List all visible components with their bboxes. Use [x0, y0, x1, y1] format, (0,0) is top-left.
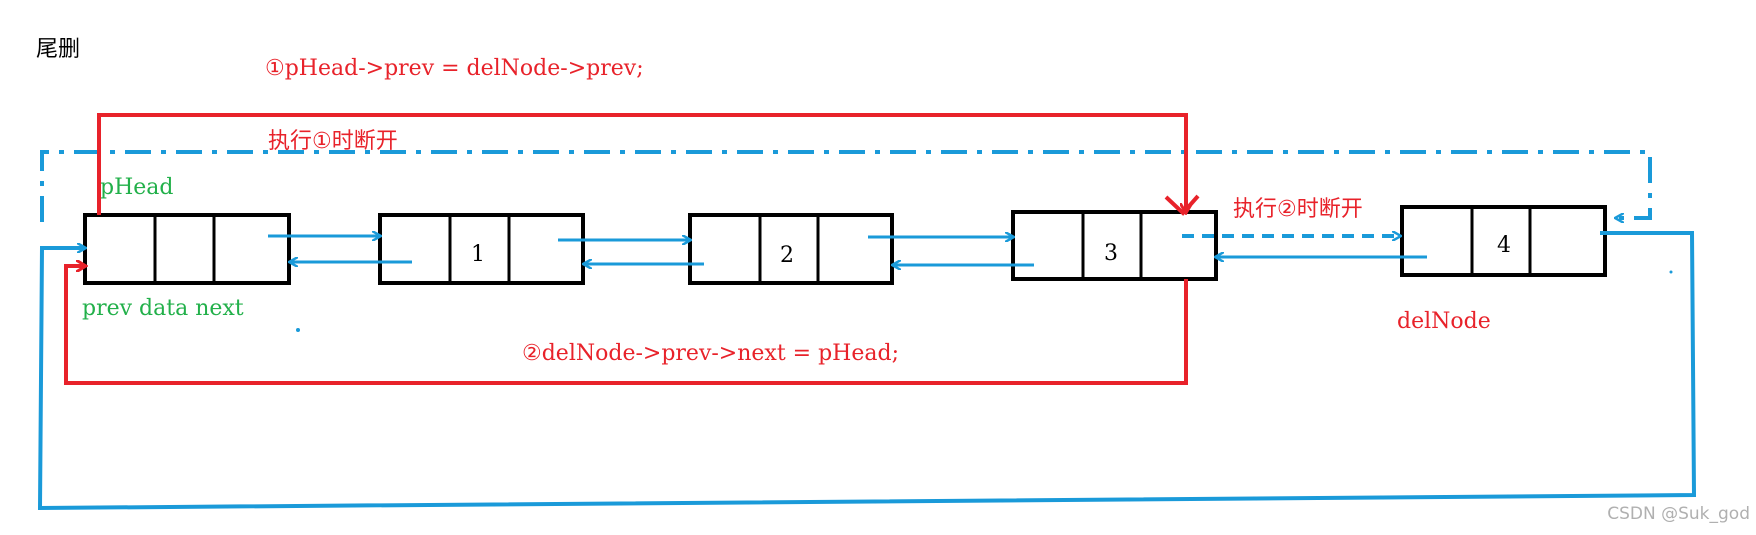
node-2: 2: [688, 213, 894, 285]
field-labels: prev data next: [82, 296, 244, 321]
stray-dot: [1669, 270, 1673, 274]
break-label-1: 执行①时断开: [268, 129, 398, 154]
node-3-data: 3: [1104, 241, 1118, 266]
node-2-data: 2: [780, 243, 794, 268]
red-op-2-path: [64, 266, 1188, 385]
node-4: 4: [1400, 205, 1607, 277]
node-1: 1: [378, 213, 585, 285]
watermark: CSDN @Suk_god: [1607, 504, 1750, 524]
node-head: [83, 213, 291, 285]
node-4-data: 4: [1497, 233, 1511, 258]
node-3: 3: [1011, 210, 1218, 281]
stray-dot: [296, 328, 300, 332]
head-label: pHead: [100, 175, 174, 200]
code-line-2: ②delNode->prev->next = pHead;: [522, 341, 899, 366]
node-1-data: 1: [471, 242, 485, 267]
red-op-1-arrowhead: [1164, 194, 1200, 216]
break-label-2: 执行②时断开: [1233, 197, 1363, 222]
code-line-1: ①pHead->prev = delNode->prev;: [265, 56, 644, 81]
del-node-label: delNode: [1397, 309, 1491, 334]
red-op-1-path: [97, 113, 1186, 215]
broken-prev-link: [40, 150, 1652, 222]
arrow-n4-next-loop: [37, 231, 1697, 511]
title: 尾删: [36, 37, 80, 62]
